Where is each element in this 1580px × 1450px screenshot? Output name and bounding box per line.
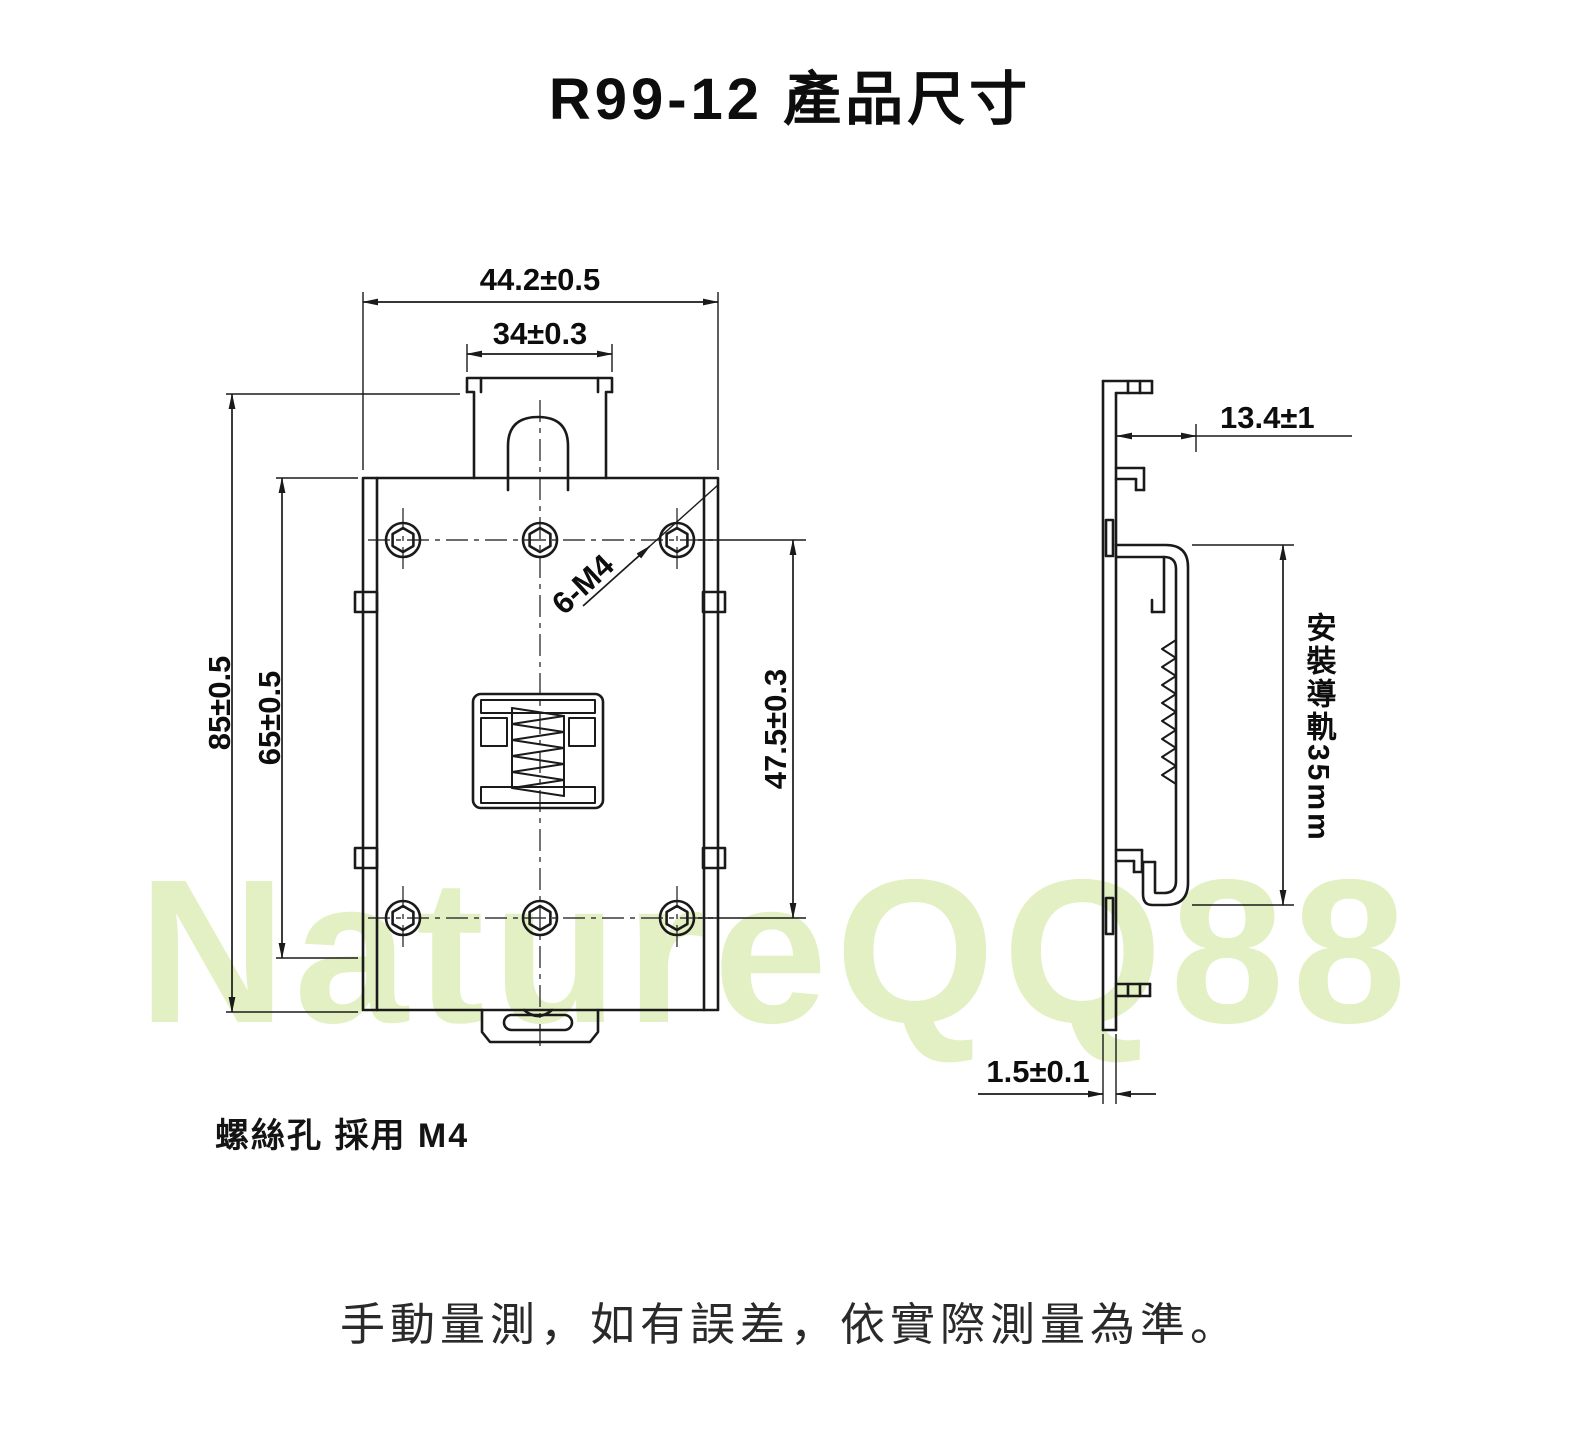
dim-height-inner-label: 65±0.5	[252, 671, 287, 766]
hole-count-label: 6-M4	[545, 547, 621, 621]
dim-depth-label: 13.4±1	[1220, 400, 1315, 435]
page-title: R99-12 產品尺寸	[548, 67, 1032, 132]
dim-thickness-label: 1.5±0.1	[986, 1054, 1089, 1089]
watermark-text: NatureQQ88	[138, 837, 1415, 1066]
dimension-labels: 44.2±0.5 34±0.3 85±0.5 65±0.5 47.5±0.3 6…	[202, 262, 1337, 1089]
front-view-outline	[353, 376, 727, 1044]
measurement-note: 手動量測，如有誤差，依實際測量為準。	[339, 1299, 1240, 1350]
side-view-outline	[1101, 379, 1190, 1032]
screw-note: 螺絲孔 採用 M4	[215, 1117, 470, 1155]
dimension-lines	[226, 292, 1352, 1104]
dim-width-outer-label: 44.2±0.5	[480, 262, 600, 297]
front-view-centerlines	[368, 400, 713, 1052]
rail-dimension-label: 安裝導軌35mm	[1302, 612, 1337, 843]
dim-height-outer-label: 85±0.5	[202, 656, 237, 751]
dim-hole-span-label: 47.5±0.3	[758, 669, 793, 789]
dim-width-tab-label: 34±0.3	[493, 316, 588, 351]
screw-holes	[384, 521, 696, 937]
spring-clip	[471, 692, 605, 810]
